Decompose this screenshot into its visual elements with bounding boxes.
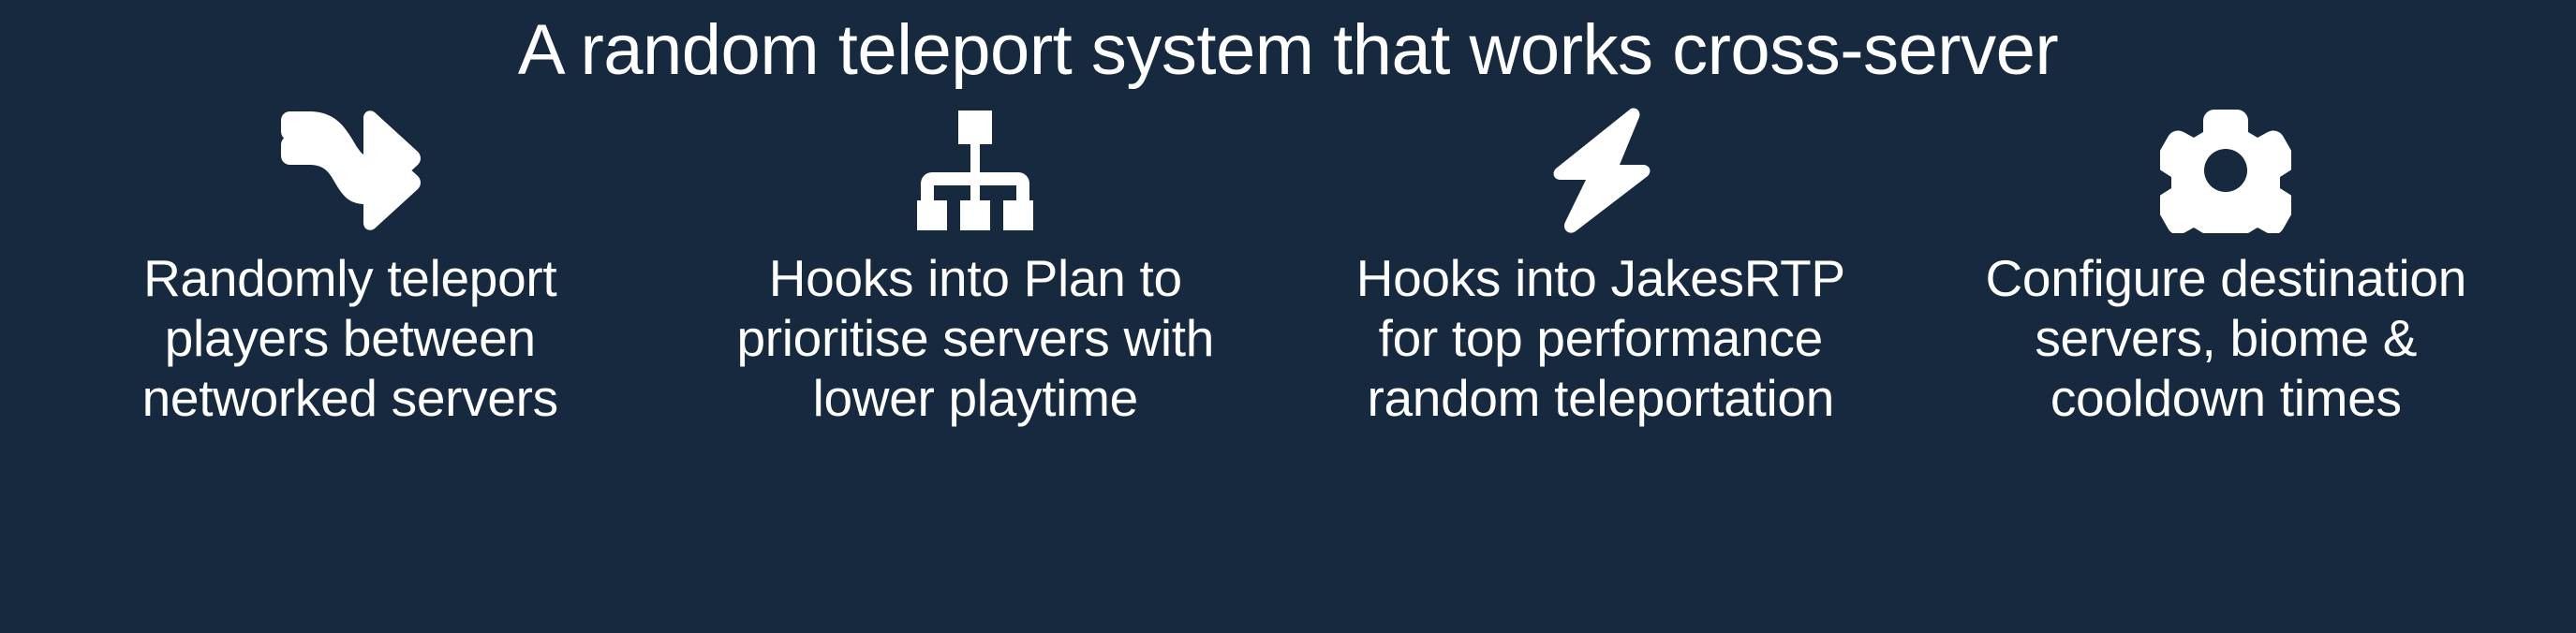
feature-item-configure: Configure destination servers, biome & c…	[1914, 107, 2539, 428]
gear-icon	[2160, 107, 2292, 234]
page-title: A random teleport system that works cros…	[517, 10, 2059, 90]
caption-line: networked servers	[141, 368, 559, 427]
feature-item-jakesrtp-hook: Hooks into JakesRTP for top performance …	[1288, 107, 1914, 428]
caption-line: Randomly teleport	[143, 249, 557, 307]
caption-line: for top performance	[1378, 308, 1824, 367]
caption-line: cooldown times	[2050, 368, 2402, 427]
caption-line: random teleportation	[1367, 368, 1835, 427]
feature-caption: Configure destination servers, biome & c…	[1986, 249, 2467, 428]
feature-item-randomly-teleport: Randomly teleport players between networ…	[37, 107, 663, 428]
caption-line: prioritise servers with	[736, 308, 1215, 367]
lightning-bolt-icon	[1550, 107, 1651, 234]
feature-item-plan-hook: Hooks into Plan to prioritise servers wi…	[663, 107, 1289, 428]
caption-line: Configure destination	[1985, 249, 2467, 307]
caption-line: players between	[164, 308, 536, 367]
caption-line: Hooks into JakesRTP	[1355, 249, 1845, 307]
feature-list: Randomly teleport players between networ…	[0, 107, 2576, 428]
caption-line: lower playtime	[812, 368, 1139, 427]
caption-line: servers, biome &	[2035, 308, 2418, 367]
feature-caption: Hooks into JakesRTP for top performance …	[1356, 249, 1845, 428]
caption-line: Hooks into Plan to	[768, 249, 1182, 307]
feature-caption: Hooks into Plan to prioritise servers wi…	[736, 249, 1214, 428]
shuffle-icon	[280, 107, 421, 234]
feature-caption: Randomly teleport players between networ…	[141, 249, 559, 428]
sitemap-icon	[910, 107, 1041, 234]
